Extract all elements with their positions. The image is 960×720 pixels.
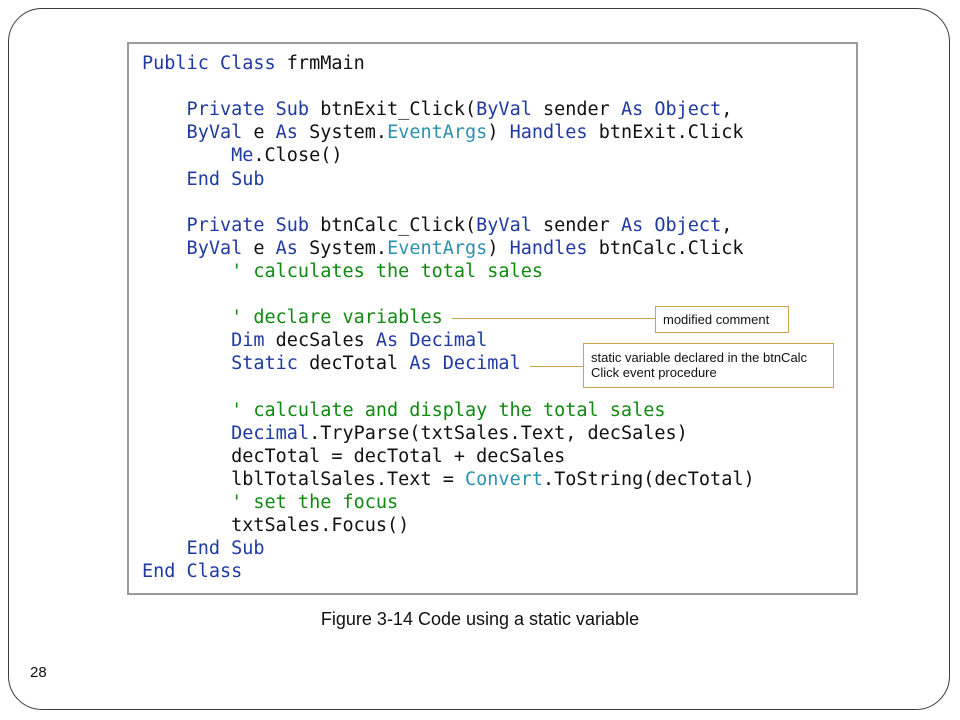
code-token: .TryParse(txtSales.Text, decSales)	[309, 422, 688, 444]
code-token: e	[242, 122, 276, 144]
code-line: Dim decSales As Decimal	[142, 329, 487, 352]
code-line: Private Sub btnExit_Click(ByVal sender A…	[142, 98, 733, 121]
code-line: Public Class frmMain	[142, 52, 365, 75]
code-token: frmMain	[286, 53, 365, 74]
code-token: Static	[142, 353, 298, 375]
code-token: )	[487, 237, 510, 259]
code-line: decTotal = decTotal + decSales	[142, 445, 565, 468]
code-line: Private Sub btnCalc_Click(ByVal sender A…	[142, 214, 733, 237]
code-token: .Close()	[253, 145, 343, 167]
code-token: decTotal	[297, 353, 410, 375]
code-line: txtSales.Focus()	[142, 514, 409, 537]
code-token: .ToString(decTotal)	[542, 468, 755, 490]
code-token: decSales	[264, 330, 376, 352]
code-token: End Sub	[142, 538, 265, 560]
code-token: lblTotalSales.Text =	[142, 468, 466, 490]
code-line: ' declare variables	[142, 306, 443, 329]
callout-leader-static-variable	[530, 366, 583, 367]
code-token: EventArgs	[387, 237, 488, 259]
code-line: lblTotalSales.Text = Convert.ToString(de…	[142, 468, 755, 491]
code-token: As	[275, 122, 298, 144]
code-token: )	[487, 122, 510, 144]
code-token: Dim	[142, 330, 265, 352]
code-token: ' calculate and display the total sales	[142, 399, 666, 421]
code-token: ' declare variables	[142, 307, 443, 329]
code-token: ByVal	[476, 214, 532, 236]
code-token: btnCalc.Click	[587, 237, 744, 259]
callout-static-variable-line2: Click event procedure	[591, 365, 717, 380]
code-token: Me	[142, 145, 254, 167]
code-token: As Object	[620, 214, 722, 236]
code-token: EventArgs	[387, 122, 488, 144]
code-line: Static decTotal As Decimal	[142, 352, 521, 375]
code-token: ByVal	[142, 122, 243, 144]
code-token: System.	[297, 237, 388, 259]
code-token: Private Sub	[142, 214, 321, 236]
code-token: decTotal = decTotal + decSales	[142, 445, 566, 467]
code-token: ,	[721, 214, 733, 236]
code-line: ' calculate and display the total sales	[142, 399, 665, 422]
code-token: btnExit.Click	[587, 122, 744, 144]
code-token: System.	[297, 122, 388, 144]
code-token: Handles	[509, 237, 588, 259]
code-token: ' calculates the total sales	[142, 260, 543, 282]
code-line: End Sub	[142, 537, 265, 560]
code-line: ' set the focus	[142, 491, 398, 514]
callout-leader-modified-comment	[452, 318, 655, 319]
code-token: As Decimal	[409, 353, 521, 375]
code-token: ' set the focus	[142, 491, 399, 513]
code-line: End Class	[142, 560, 242, 583]
code-token: Decimal	[142, 422, 310, 444]
code-token: ,	[721, 99, 733, 121]
code-token: txtSales.Focus()	[142, 515, 410, 536]
callout-modified-comment-text: modified comment	[663, 312, 770, 327]
code-line: End Sub	[142, 168, 265, 191]
code-token: As Decimal	[375, 330, 488, 352]
code-line: ByVal e As System.EventArgs) Handles btn…	[142, 237, 744, 260]
code-token: Handles	[509, 122, 588, 144]
code-token: Private Sub	[142, 99, 321, 121]
page-number: 28	[30, 664, 47, 681]
code-token: e	[242, 237, 276, 259]
code-line: ByVal e As System.EventArgs) Handles btn…	[142, 121, 744, 144]
code-token: sender	[531, 99, 621, 121]
code-token: As	[275, 237, 298, 259]
code-token: btnCalc_Click(	[320, 214, 477, 236]
callout-static-variable-line1: static variable declared in the btnCalc	[591, 350, 808, 365]
code-line: ' calculates the total sales	[142, 260, 543, 283]
code-token: Convert	[465, 468, 543, 490]
code-line: Decimal.TryParse(txtSales.Text, decSales…	[142, 422, 688, 445]
code-token: btnExit_Click(	[320, 99, 477, 121]
code-token: sender	[531, 214, 621, 236]
code-token: As Object	[620, 99, 722, 121]
code-token: ByVal	[142, 237, 243, 259]
callout-static-variable: static variable declared in the btnCalc …	[583, 343, 834, 388]
code-token: End Class	[142, 561, 243, 583]
code-token: Public Class	[142, 53, 287, 74]
code-token: End Sub	[142, 168, 265, 190]
figure-caption: Figure 3-14 Code using a static variable	[320, 609, 640, 629]
callout-modified-comment: modified comment	[655, 306, 789, 333]
code-line: Me.Close()	[142, 144, 343, 167]
code-token: ByVal	[476, 99, 532, 121]
